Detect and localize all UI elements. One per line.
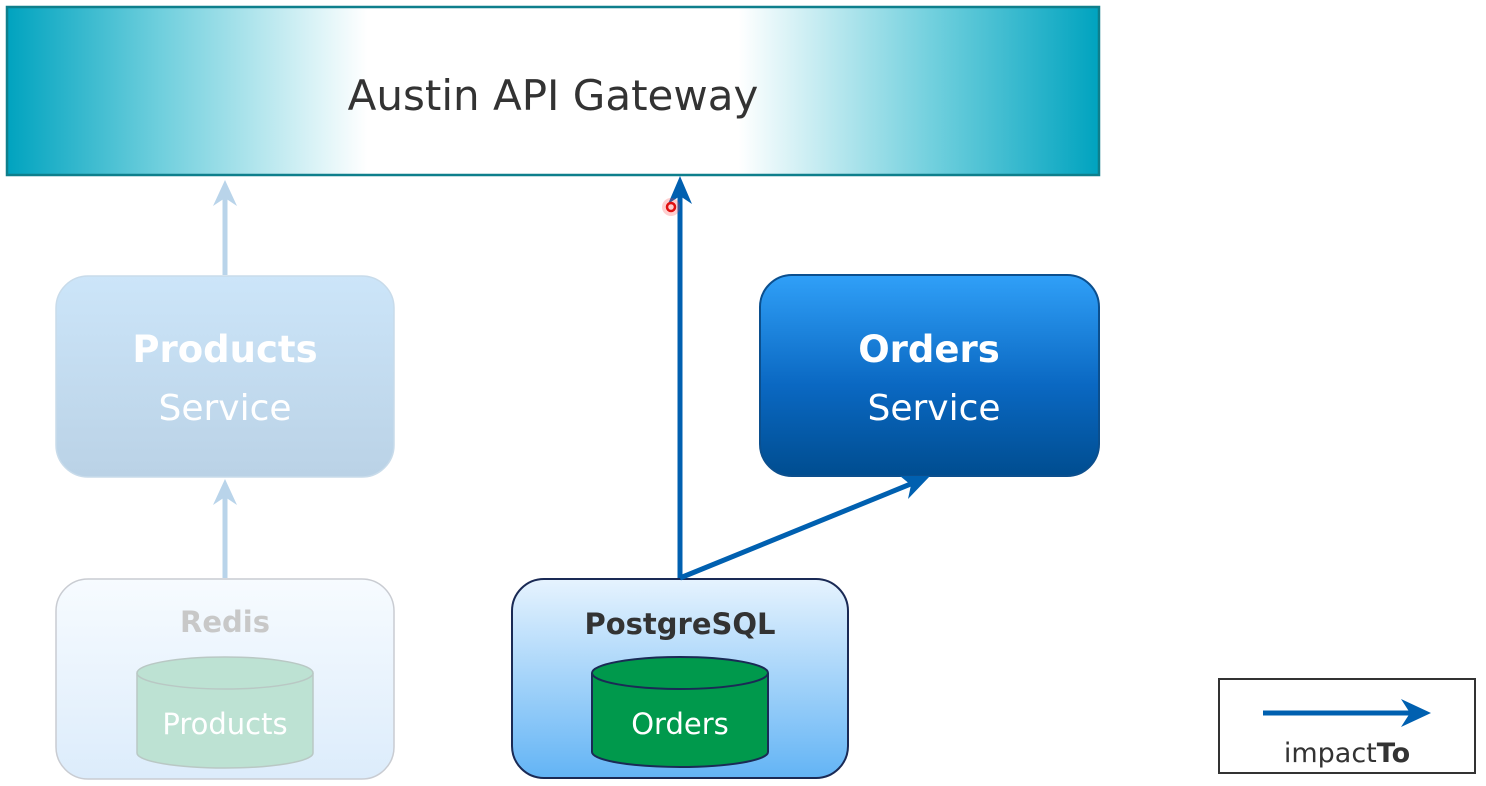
products-datastore-label: Products: [162, 707, 287, 741]
edge-postgresql-to-gateway: [668, 176, 692, 578]
api-gateway-node[interactable]: Austin API Gateway: [5, 5, 1101, 177]
redis-node[interactable]: Redis Products: [55, 578, 395, 780]
products-datastore-cylinder: Products: [136, 656, 314, 769]
cursor-indicator: [662, 198, 680, 216]
redis-title: Redis: [180, 605, 270, 639]
edge-postgresql-to-orders-service: [679, 476, 930, 581]
products-service-subtitle: Service: [158, 388, 291, 429]
orders-service-node[interactable]: Orders Service: [759, 274, 1100, 477]
legend-label: impactTo: [1284, 738, 1410, 769]
legend-label-bold: To: [1377, 738, 1410, 769]
arrowhead-icon: [900, 476, 930, 499]
orders-datastore-cylinder: Orders: [591, 656, 769, 768]
postgresql-title: PostgreSQL: [584, 607, 775, 641]
products-service-box: [55, 275, 395, 478]
arrowhead-icon: [213, 479, 237, 505]
arrowhead-icon: [668, 176, 692, 204]
orders-service-subtitle: Service: [867, 388, 1000, 429]
arrowhead-icon: [213, 180, 237, 206]
postgresql-node[interactable]: PostgreSQL Orders: [511, 578, 849, 779]
legend-arrowhead-icon: [1401, 699, 1431, 727]
products-service-title: Products: [132, 328, 317, 371]
edge-products-service-to-gateway: [213, 180, 237, 275]
orders-service-box: [759, 274, 1100, 477]
api-gateway-label: Austin API Gateway: [348, 71, 759, 120]
legend: impactTo: [1218, 678, 1476, 774]
products-service-node[interactable]: Products Service: [55, 275, 395, 478]
edge-redis-to-products-service: [213, 479, 237, 578]
orders-service-title: Orders: [858, 328, 1000, 371]
api-gateway-box: [5, 5, 1101, 177]
legend-box: [1218, 678, 1476, 774]
legend-label-prefix: impact: [1284, 738, 1377, 769]
orders-datastore-label: Orders: [631, 707, 729, 741]
